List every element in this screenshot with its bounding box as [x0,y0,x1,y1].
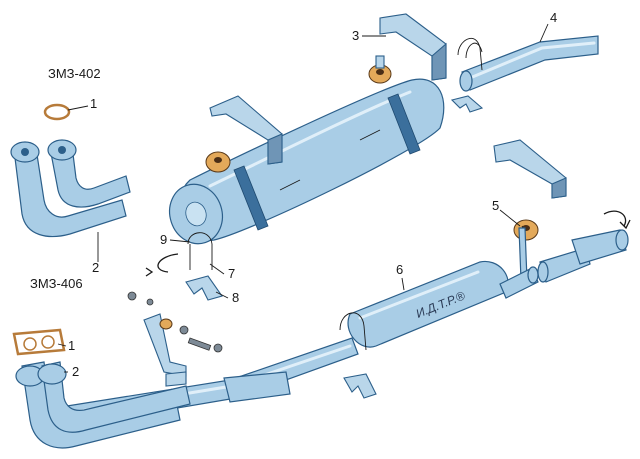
engine-label-406: ЗМЗ-406 [30,276,83,291]
outlet-pipe-right [537,229,629,283]
tailpipe-clamp [450,95,484,113]
callout-1-bottom: 1 [68,338,75,353]
rotation-arrow-right-head [619,219,631,230]
downpipe-406 [12,328,191,449]
callout-6: 6 [396,262,403,277]
callout-7: 7 [228,266,235,281]
callout-3: 3 [352,28,359,43]
callout-2-top: 2 [92,260,99,275]
tailpipe-4 [457,35,599,92]
rotation-arrow-left-head [145,267,154,277]
callout-4: 4 [550,10,557,25]
rear-muffler [168,78,445,245]
callout-1-top: 1 [90,96,97,111]
muffler-bracket-upper [205,95,283,173]
front-muffler-clamp [339,312,377,399]
front-muffler-6: И.Д.Т.Р.® [347,260,539,348]
bracket-5 [493,139,567,241]
rear-bracket-3 [368,13,447,84]
engine-label-402: ЗМЗ-402 [48,66,101,81]
mounting-bracket-left [127,291,223,387]
rotation-arrow-left [157,253,179,273]
hanger-7-8-9 [185,232,223,301]
downpipe-402 [10,103,131,238]
callout-9: 9 [160,232,167,247]
callout-5: 5 [492,198,499,213]
callout-2-bottom: 2 [72,364,79,379]
callout-8: 8 [232,290,239,305]
rotation-arrow-right [603,210,627,227]
